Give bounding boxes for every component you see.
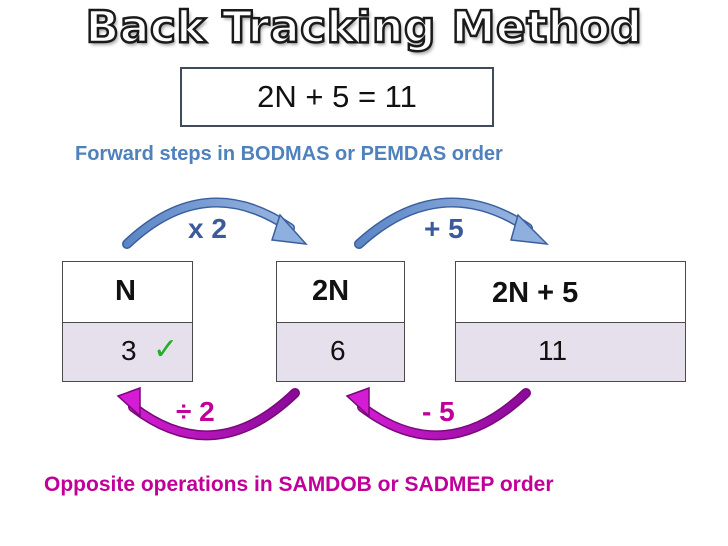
page-title: Back Tracking Method (84, 1, 643, 55)
column-header-2n: 2N (276, 261, 405, 323)
column-value-2n-plus-5: 11 (455, 322, 686, 382)
column-value-n: 3 ✓ (62, 322, 193, 382)
value-label: 6 (330, 335, 346, 366)
column-value-2n: 6 (276, 322, 405, 382)
inverse-op-2: - 5 (422, 396, 455, 427)
forward-arrow-1 (122, 197, 308, 249)
forward-caption: Forward steps in BODMAS or PEMDAS order (75, 143, 503, 165)
header-label: 2N + 5 (492, 277, 579, 309)
header-label: 2N (312, 275, 350, 307)
value-label: 3 (121, 335, 137, 366)
header-label: N (115, 275, 136, 307)
forward-op-1: x 2 (188, 213, 227, 244)
forward-op-2: + 5 (424, 213, 464, 244)
inverse-op-1: ÷ 2 (176, 396, 215, 427)
check-icon: ✓ (153, 333, 179, 366)
equation-box: 2N + 5 = 11 (180, 67, 494, 127)
equation-text: 2N + 5 = 11 (257, 79, 417, 114)
column-header-2n-plus-5: 2N + 5 (455, 261, 686, 323)
opposite-caption: Opposite operations in SAMDOB or SADMEP … (44, 473, 554, 496)
inverse-arrow-1 (116, 386, 300, 441)
value-label: 11 (538, 335, 568, 366)
inverse-arrow-2 (345, 386, 531, 441)
column-header-n: N (62, 261, 193, 323)
forward-arrow-2 (354, 197, 550, 249)
